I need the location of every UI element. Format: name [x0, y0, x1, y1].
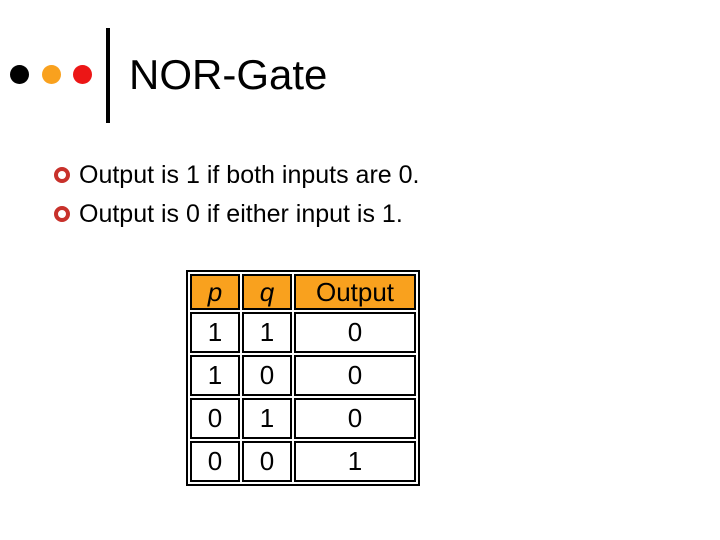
bullet-list: Output is 1 if both inputs are 0. Output…	[54, 160, 419, 238]
table-cell-q: 0	[242, 441, 292, 482]
bullet-circle-icon	[54, 206, 70, 222]
truth-table: p q Output 1 1 0 1 0 0 0 1 0 0	[186, 270, 420, 486]
slide-title: NOR-Gate	[129, 51, 328, 98]
bullet-text: Output is 1 if both inputs are 0.	[79, 161, 420, 189]
table-row: 0 0 1	[190, 441, 416, 482]
table-cell-p: 1	[190, 312, 240, 353]
table-header-output: Output	[294, 274, 416, 310]
bullet-item: Output is 0 if either input is 1.	[54, 199, 419, 229]
bullet-text: Output is 0 if either input is 1.	[79, 200, 403, 228]
table-row: 1 1 0	[190, 312, 416, 353]
logo-dot-black-icon	[10, 65, 29, 84]
table-cell-p: 0	[190, 398, 240, 439]
table-cell-q: 0	[242, 355, 292, 396]
table-cell-output: 0	[294, 355, 416, 396]
table-cell-q: 1	[242, 398, 292, 439]
table-cell-p: 0	[190, 441, 240, 482]
table-cell-output: 0	[294, 312, 416, 353]
table-cell-q: 1	[242, 312, 292, 353]
table-row: 0 1 0	[190, 398, 416, 439]
logo-dot-orange-icon	[42, 65, 61, 84]
table-header-p: p	[190, 274, 240, 310]
bullet-item: Output is 1 if both inputs are 0.	[54, 160, 419, 190]
table-cell-output: 1	[294, 441, 416, 482]
logo-dot-red-icon	[73, 65, 92, 84]
table-header-row: p q Output	[190, 274, 416, 310]
bullet-circle-icon	[54, 167, 70, 183]
table-cell-p: 1	[190, 355, 240, 396]
table-row: 1 0 0	[190, 355, 416, 396]
table-header-q: q	[242, 274, 292, 310]
table-cell-output: 0	[294, 398, 416, 439]
logo-divider-bar	[106, 28, 110, 123]
